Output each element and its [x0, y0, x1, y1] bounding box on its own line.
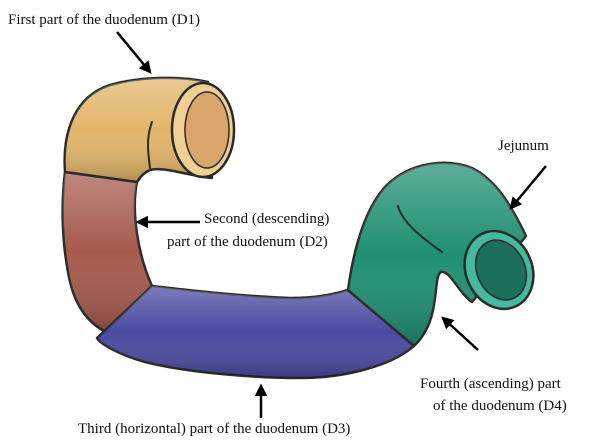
- d1-pointer-arrow: [117, 32, 150, 72]
- d1-label: First part of the duodenum (D1): [8, 12, 200, 28]
- jejunum-pointer-arrow: [511, 166, 546, 208]
- d2-label-line2: part of the duodenum (D2): [167, 234, 328, 250]
- d4-label-line1: Fourth (ascending) part: [420, 376, 562, 392]
- jejunum-label: Jejunum: [498, 138, 549, 154]
- d4-label-line2: of the duodenum (D4): [433, 398, 567, 414]
- d3-label: Third (horizontal) part of the duodenum …: [78, 421, 350, 437]
- d4-pointer-arrow: [443, 318, 478, 350]
- d2-label-line1: Second (descending): [204, 211, 329, 227]
- d1-opening-inner: [185, 92, 229, 168]
